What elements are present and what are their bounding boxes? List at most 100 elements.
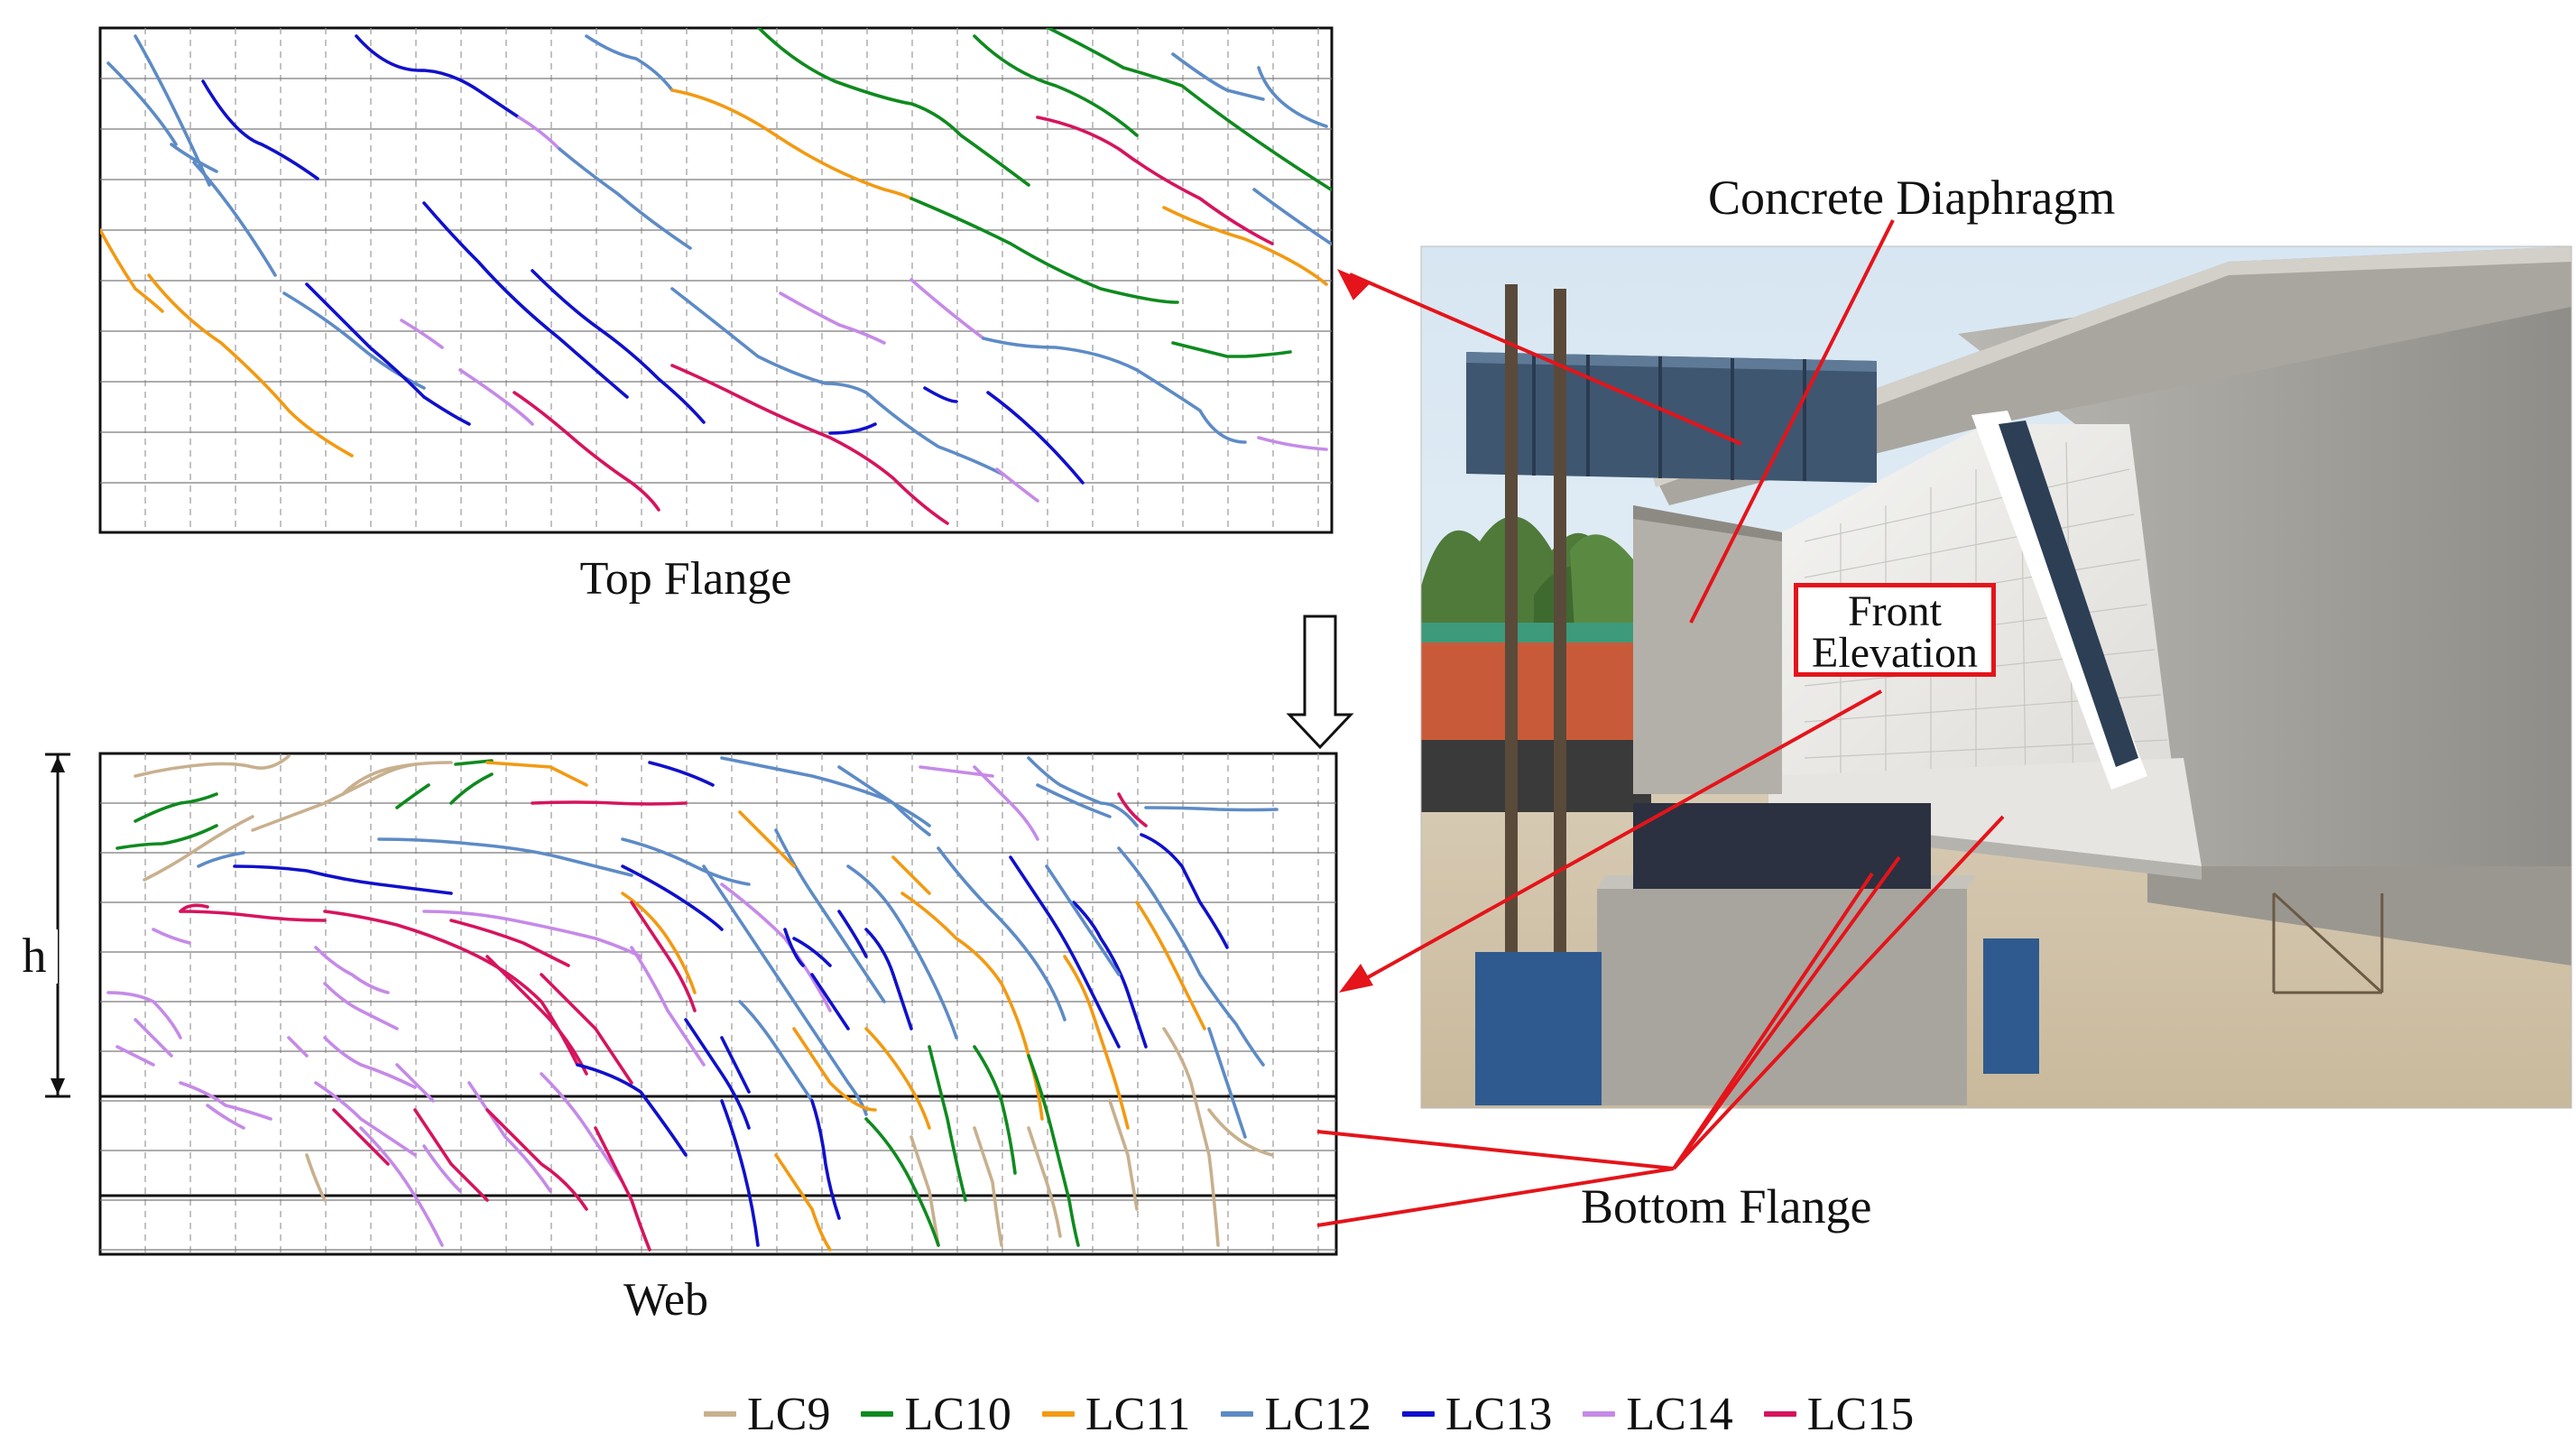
web-crack-lc11 [621,892,697,994]
top-flange-panel [98,26,1334,534]
top-flange-crack-lc12 [1252,188,1332,245]
legend-item-lc13: LC13 [1401,1388,1552,1441]
top-flange-crack-lc13 [355,34,521,119]
web-crack-lc10 [395,783,430,809]
top-flange-crack-lc11 [670,88,913,200]
top-flange-crack-lc12 [134,34,211,187]
web-crack-lc14 [314,1081,417,1157]
top-flange-grid [100,28,1332,532]
legend-swatch-lc15 [1763,1411,1796,1417]
arrowhead-top-flange-icon [1337,269,1371,300]
web-crack-lc14 [630,946,706,1067]
web-crack-lc12 [1036,783,1112,818]
web-crack-lc12 [738,1000,814,1103]
top-flange-crack-lc12 [1171,52,1265,101]
web-crack-lc12 [377,837,633,877]
web-crack-lc13 [684,1018,751,1130]
top-flange-crack-lc14 [1257,436,1328,451]
web-crack-lc15 [485,955,588,1076]
legend-label-lc10: LC10 [904,1388,1011,1440]
web-crack-lc14 [359,1126,444,1247]
web-crack-lc11 [1063,955,1130,1130]
web-crack-lc9 [909,1135,940,1247]
web-crack-lc9 [1207,1108,1274,1157]
web-crack-lc13 [720,1099,760,1247]
legend-item-lc14: LC14 [1583,1388,1733,1441]
top-flange-crack-lc10 [1045,28,1332,191]
legend-label-lc15: LC15 [1806,1388,1915,1440]
top-flange-crack-lc11 [100,228,164,313]
test-setup-photo [1420,245,2572,1109]
web-crack-lc9 [143,815,254,882]
web-crack-lc15 [540,973,633,1085]
web-crack-lc15 [332,1108,390,1166]
web-crack-lc12 [197,851,245,868]
web-crack-lc14 [323,982,399,1030]
web-crack-lc12 [1117,846,1265,1067]
top-flange-crack-lc13 [828,422,877,435]
web-crack-lc15 [594,1126,651,1252]
web-crack-lc15 [179,910,327,922]
web-crack-lc11 [891,855,931,895]
legend: LC9 LC10 LC11 LC12 LC13 LC14 LC15 [704,1382,2111,1446]
web-crack-lc14 [973,765,1039,841]
front-elevation-label: Front Elevation [1794,583,1996,677]
web-crack-lc14 [720,883,832,1012]
web-crack-lc11 [864,1027,931,1130]
load-arrow-icon [1286,615,1354,750]
web-crack-lc9 [341,761,453,796]
web-crack-lc15 [630,901,697,1012]
web-crack-lc15 [323,910,579,1067]
legend-swatch-lc13 [1401,1411,1435,1417]
top-flange-crack-lc12 [170,143,218,173]
web-crack-lc15 [531,800,688,806]
web-crack-lc10 [115,824,218,850]
top-flange-crack-lc10 [756,28,1030,187]
legend-item-lc12: LC12 [1221,1388,1371,1441]
legend-label-lc9: LC9 [747,1388,831,1440]
web-crack-lc9 [1162,1027,1220,1247]
web-label: Web [623,1274,708,1326]
web-crack-lc11 [774,1153,832,1252]
web-crack-lc13 [233,864,453,895]
front-elevation-line-1: Front [1847,587,1942,635]
web-crack-lc13 [1009,855,1121,1049]
top-flange-crack-lc13 [923,386,958,403]
web-crack-lc13 [837,910,868,958]
legend-item-lc15: LC15 [1763,1388,1915,1441]
top-flange-crack-lc12 [558,147,692,250]
web-crack-lc12 [846,864,958,1040]
legend-label-lc12: LC12 [1264,1388,1371,1440]
arrowhead-web-icon [1339,964,1373,993]
web-crack-lc14 [152,928,191,945]
web-crack-lc13 [576,1063,688,1157]
web-crack-lc11 [738,810,796,868]
top-flange-crack-lc15 [512,391,660,512]
top-flange-crack-lc13 [422,201,629,399]
web-cracks [106,754,1279,1252]
web-grid [100,753,1336,1254]
web-crack-lc14 [323,1036,417,1089]
annotation-lines [1316,219,2005,1227]
top-flange-crack-lc11 [147,273,354,457]
web-crack-lc13 [810,973,850,1030]
web-crack-lc12 [1144,806,1279,812]
top-flange-crack-lc13 [531,269,706,424]
web-crack-lc15 [485,1108,588,1211]
top-flange-crack-lc12 [864,391,1003,476]
top-flange-crack-lc12 [1257,66,1328,128]
web-crack-lc14 [540,1072,624,1184]
web-crack-lc10 [928,1045,967,1202]
legend-label-lc14: LC14 [1626,1388,1733,1440]
web-crack-lc12 [1045,864,1121,976]
web-crack-lc14 [467,1081,552,1193]
top-flange-crack-lc10 [973,34,1139,137]
web-crack-lc9 [251,762,417,832]
web-crack-lc13 [648,761,715,787]
web-crack-lc14 [314,946,390,994]
top-flange-crack-lc12 [670,287,868,394]
top-flange-crack-lc13 [201,79,319,180]
top-flange-crack-lc12 [585,34,674,92]
web-crack-lc13 [783,928,805,967]
web-crack-lc12 [1207,1027,1247,1139]
